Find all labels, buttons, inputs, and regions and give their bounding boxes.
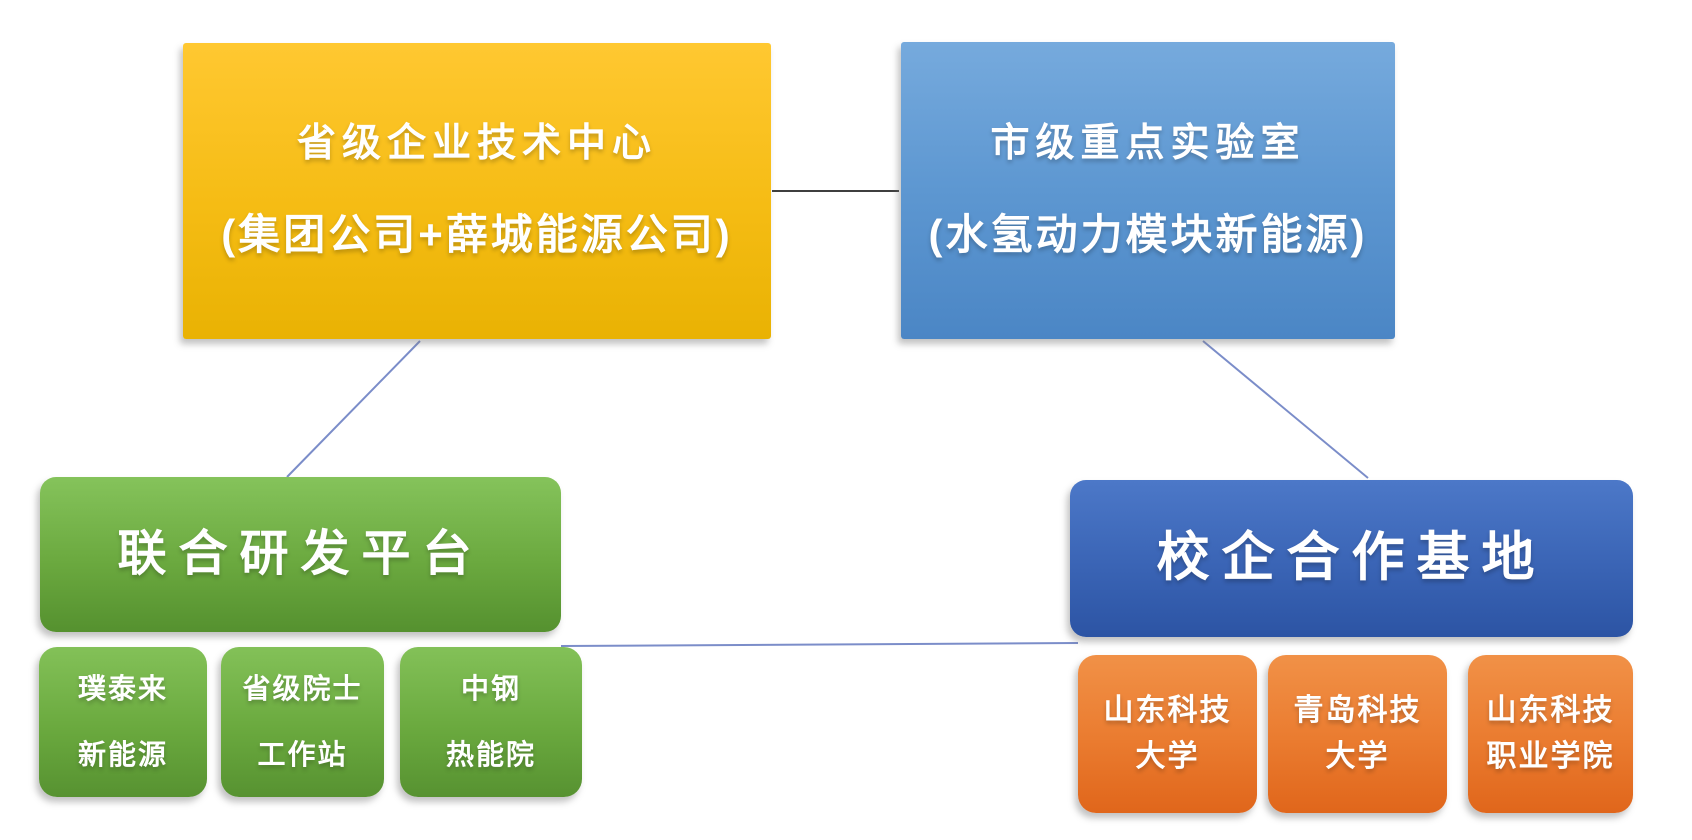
- school-line2: 大学: [1135, 740, 1200, 773]
- connector-platform-to-base: [560, 642, 1079, 647]
- joint-rd-platform-label: 联合研发平台: [117, 527, 484, 582]
- rd-partner-line1: 省级院士: [242, 672, 363, 704]
- node-school-qust: 青岛科技 大学: [1268, 655, 1447, 813]
- node-school-enterprise-base: 校企合作基地: [1070, 480, 1633, 637]
- rd-partner-line2: 工作站: [257, 739, 348, 770]
- connector-center-to-platform: [286, 340, 421, 478]
- school-enterprise-base-label: 校企合作基地: [1156, 528, 1547, 588]
- rd-partner-line2: 热能院: [445, 739, 536, 770]
- node-rd-partner-putailai: 璞泰来 新能源: [39, 647, 207, 797]
- municipal-key-lab-subtitle: (水氢动力模块新能源): [928, 210, 1368, 258]
- municipal-key-lab-title: 市级重点实验室: [990, 121, 1306, 165]
- school-line2: 大学: [1325, 740, 1390, 773]
- provincial-tech-center-subtitle: (集团公司+薛城能源公司): [221, 211, 733, 259]
- node-rd-partner-sinosteel: 中钢 热能院: [400, 647, 582, 797]
- school-line2: 职业学院: [1486, 740, 1615, 773]
- school-line1: 山东科技: [1486, 693, 1615, 727]
- rd-partner-line1: 中钢: [460, 672, 521, 704]
- node-school-sdvc: 山东科技 职业学院: [1468, 655, 1633, 813]
- rd-partner-line2: 新能源: [77, 739, 168, 770]
- node-joint-rd-platform: 联合研发平台: [40, 477, 561, 632]
- school-line1: 青岛科技: [1293, 693, 1422, 727]
- provincial-tech-center-title: 省级企业技术中心: [296, 122, 657, 166]
- node-school-sdust: 山东科技 大学: [1078, 655, 1257, 813]
- rd-partner-line1: 璞泰来: [77, 672, 168, 704]
- school-line1: 山东科技: [1103, 693, 1232, 727]
- node-rd-partner-academician-station: 省级院士 工作站: [221, 647, 384, 797]
- node-municipal-key-lab: 市级重点实验室 (水氢动力模块新能源): [901, 42, 1395, 339]
- connector-lab-to-base: [1202, 340, 1369, 479]
- node-provincial-tech-center: 省级企业技术中心 (集团公司+薛城能源公司): [183, 43, 771, 339]
